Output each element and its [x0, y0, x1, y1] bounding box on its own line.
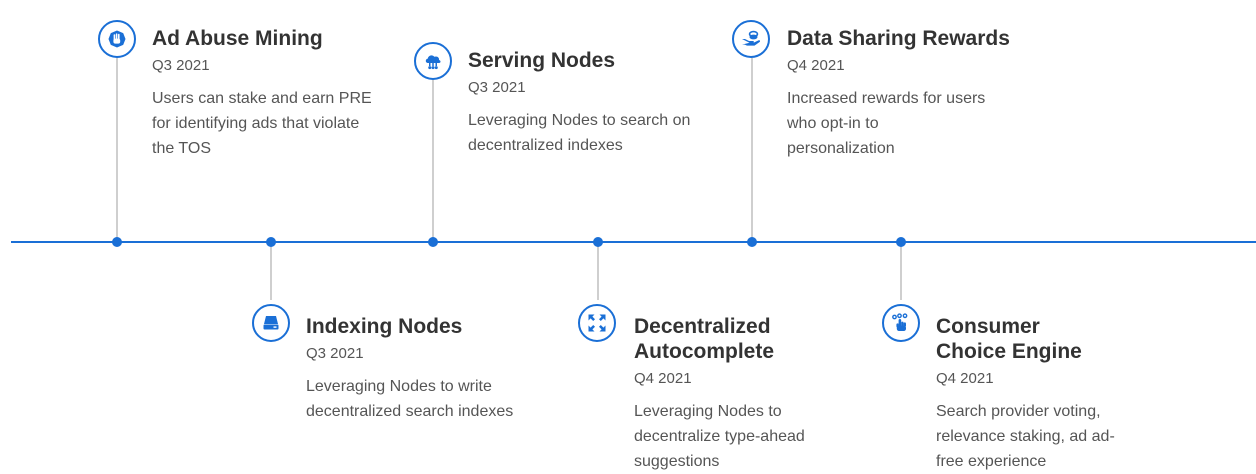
timeline-dot: [593, 237, 603, 247]
milestone-date: Q4 2021: [634, 370, 692, 387]
milestone-description: Leveraging Nodes to write decentralized …: [306, 378, 514, 420]
timeline-dot: [112, 237, 122, 247]
timeline-dot: [428, 237, 438, 247]
milestone-consumer-choice-engine: Consumer Choice Engine Q4 2021 Search pr…: [936, 314, 1136, 474]
milestone-date: Q3 2021: [152, 57, 210, 74]
milestone-title: Indexing Nodes: [306, 315, 463, 338]
milestone-decentralized-autocomplete: Decentralized Autocomplete Q4 2021 Lever…: [634, 314, 814, 474]
milestone-title: Serving Nodes: [468, 49, 616, 72]
timeline-dot: [266, 237, 276, 247]
milestone-description: Leveraging Nodes to decentralize type-ah…: [634, 403, 805, 470]
hand-stop-icon: [98, 20, 136, 58]
milestone-date: Q3 2021: [468, 79, 526, 96]
connector-line: [116, 58, 118, 242]
milestone-serving-nodes: Serving Nodes Q3 2021 Leveraging Nodes t…: [468, 48, 708, 158]
connector-line: [432, 80, 434, 242]
milestone-description: Leveraging Nodes to search on decentrali…: [468, 112, 691, 154]
milestone-title: Consumer Choice Engine: [936, 315, 1082, 363]
expand-arrows-icon: [578, 304, 616, 342]
touch-select-icon: [882, 304, 920, 342]
milestone-description: Users can stake and earn PRE for identif…: [152, 90, 372, 157]
timeline-axis: [11, 241, 1256, 243]
milestone-title: Data Sharing Rewards: [787, 27, 1010, 50]
hard-drive-icon: [252, 304, 290, 342]
hand-coins-icon: [732, 20, 770, 58]
connector-line: [270, 242, 272, 300]
milestone-description: Search provider voting, relevance stakin…: [936, 403, 1115, 470]
milestone-indexing-nodes: Indexing Nodes Q3 2021 Leveraging Nodes …: [306, 314, 546, 424]
connector-line: [597, 242, 599, 300]
milestone-date: Q4 2021: [936, 370, 994, 387]
connector-line: [751, 58, 753, 242]
milestone-date: Q3 2021: [306, 345, 364, 362]
connector-line: [900, 242, 902, 300]
milestone-data-sharing-rewards: Data Sharing Rewards Q4 2021 Increased r…: [787, 26, 1037, 161]
timeline-dot: [747, 237, 757, 247]
timeline-dot: [896, 237, 906, 247]
milestone-title: Decentralized Autocomplete: [634, 315, 775, 363]
milestone-date: Q4 2021: [787, 57, 845, 74]
milestone-ad-abuse-mining: Ad Abuse Mining Q3 2021 Users can stake …: [152, 26, 392, 161]
milestone-title: Ad Abuse Mining: [152, 27, 323, 50]
cloud-network-icon: [414, 42, 452, 80]
milestone-description: Increased rewards for users who opt-in t…: [787, 90, 986, 157]
